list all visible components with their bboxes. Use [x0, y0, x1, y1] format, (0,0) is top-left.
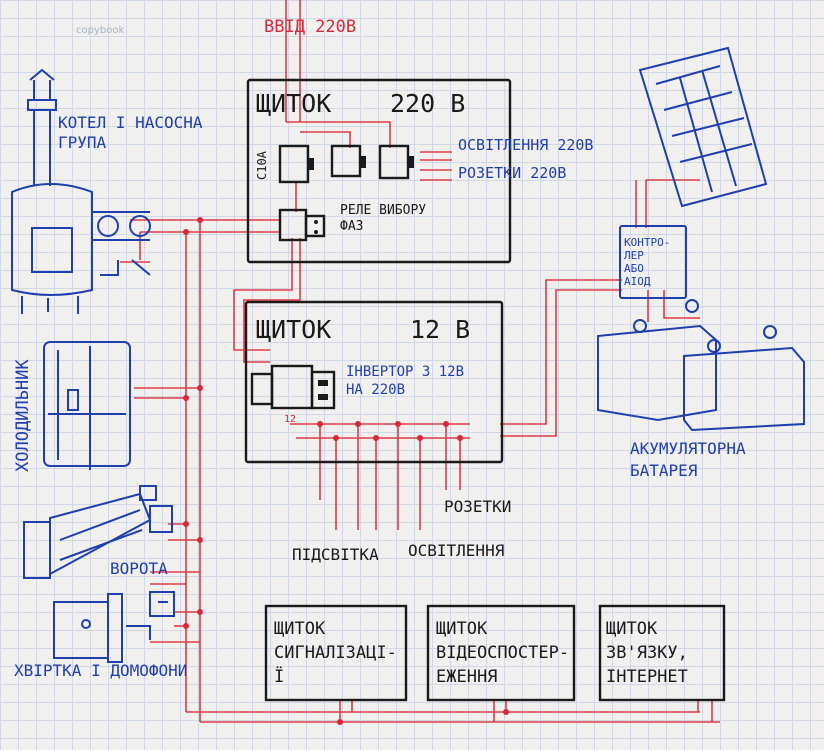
wicket-label: ХВІРТКА І ДОМОФОНИ [14, 661, 187, 680]
output-sockets-220: РОЗЕТКИ 220В [458, 164, 566, 182]
panel-220-voltage: 220 В [390, 89, 465, 118]
solar-panel-icon [638, 46, 768, 208]
network-panel [598, 604, 726, 702]
alarm-panel [264, 604, 408, 702]
boiler-icon [11, 68, 151, 314]
panel-12-voltage: 12 В [410, 315, 470, 344]
battery-icon [597, 299, 805, 432]
output-lighting-12: ОСВІТЛЕННЯ [408, 541, 504, 560]
gate-label: ВОРОТА [110, 559, 168, 578]
output-lighting-220: ОСВІТЛЕННЯ 220В [458, 136, 593, 154]
output-backlight-12: ПІДСВІТКА [292, 545, 379, 564]
watermark: copybook [76, 25, 124, 36]
video-panel [426, 604, 576, 702]
gate-icon [23, 485, 173, 579]
terminal-mark: 12 [284, 414, 296, 425]
phase-relay-icon [278, 208, 326, 242]
fridge-icon [43, 341, 131, 470]
wicket-icon [53, 591, 175, 663]
breaker-icon [278, 144, 414, 184]
input-label: ВВІД 220В [264, 17, 356, 37]
output-sockets-12: РОЗЕТКИ [444, 497, 511, 516]
breaker-rating: С10А [255, 150, 269, 180]
wiring [120, 0, 720, 725]
inverter-icon [250, 364, 336, 410]
controller-box [619, 225, 687, 299]
fridge-label: ХОЛОДИЛЬНИК [13, 359, 33, 472]
panel-220-title: ЩИТОК [256, 89, 331, 118]
panel-12-title: ЩИТОК [256, 315, 331, 344]
